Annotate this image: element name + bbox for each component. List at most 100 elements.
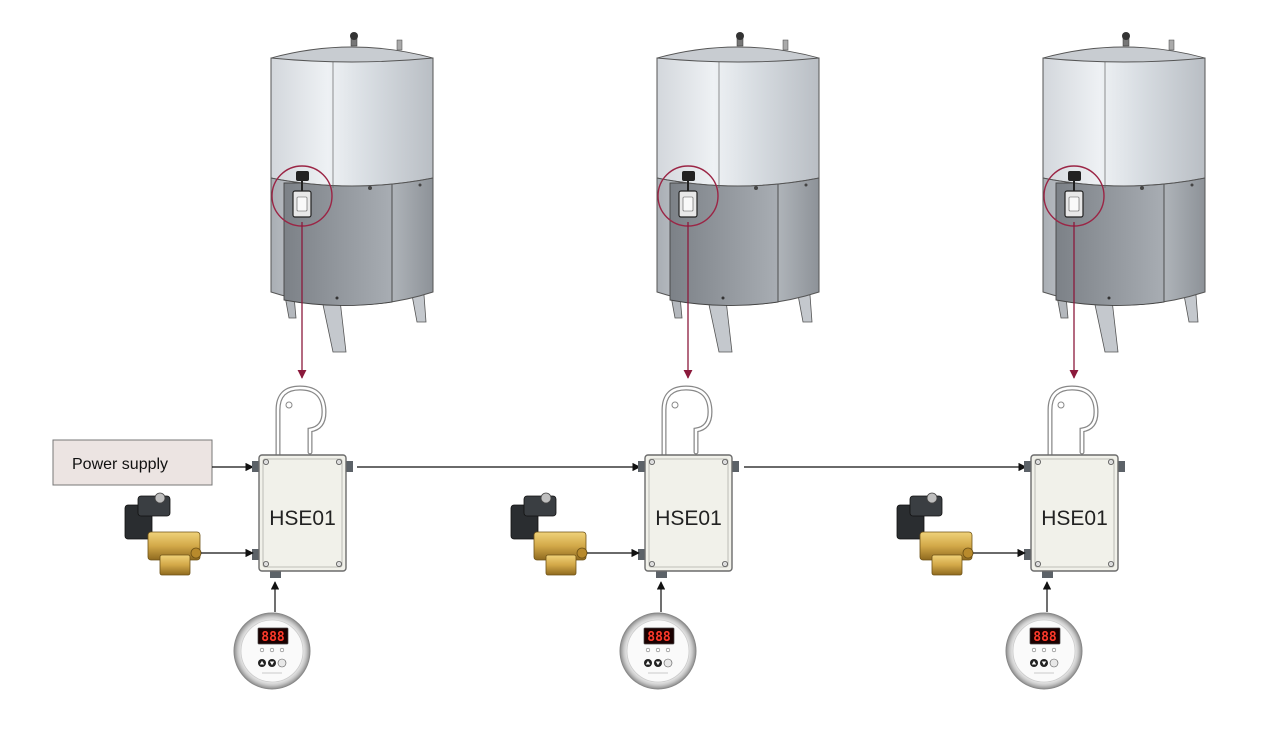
hook-hole xyxy=(1057,401,1065,409)
tank-seam xyxy=(270,177,434,187)
controller-label: HSE01 xyxy=(655,507,722,530)
lid-screw xyxy=(1034,561,1041,568)
lid-screw xyxy=(648,458,655,465)
unit-3: HSE01 888 xyxy=(896,32,1206,690)
display-screen xyxy=(257,627,289,645)
tank xyxy=(270,32,434,379)
tank-vent-pipe xyxy=(782,39,789,51)
hook-hole xyxy=(285,401,293,409)
controller: HSE01 xyxy=(252,385,353,578)
up-arrow-icon xyxy=(259,660,265,665)
power-supply-box xyxy=(52,439,213,486)
status-led xyxy=(1051,647,1057,653)
controller-box xyxy=(644,454,733,572)
cable-gland-bottom xyxy=(270,569,281,578)
tank-bolt xyxy=(418,183,422,187)
controller-label: HSE01 xyxy=(1041,507,1108,530)
valve-port xyxy=(576,547,588,559)
controller-label: HSE01 xyxy=(269,507,336,530)
hanging-hook-icon xyxy=(661,385,713,458)
controller: HSE01 xyxy=(1024,385,1125,578)
cable-gland-right-top xyxy=(345,461,353,472)
valve-brass-inlet xyxy=(931,554,963,576)
digital-display-unit: 888 xyxy=(1005,612,1083,690)
tank-bolt xyxy=(721,296,725,300)
controller-lid xyxy=(648,458,729,568)
digital-display-unit: 888 xyxy=(619,612,697,690)
lid-screw xyxy=(262,458,269,465)
display-screen xyxy=(1029,627,1061,645)
valve-port xyxy=(962,547,974,559)
lid-screw xyxy=(721,561,728,568)
down-arrow-icon xyxy=(655,661,661,666)
solenoid-valve xyxy=(896,492,974,576)
status-led xyxy=(645,647,651,653)
tank-leg xyxy=(321,299,347,353)
tank-bolt xyxy=(754,186,758,190)
tank xyxy=(656,32,820,379)
valve-nut xyxy=(540,492,552,504)
cable-gland-left-top xyxy=(252,461,260,472)
unit-2: HSE01 888 xyxy=(510,32,820,690)
valve-port xyxy=(190,547,202,559)
lid-screw xyxy=(335,561,342,568)
controller-box xyxy=(1030,454,1119,572)
status-led xyxy=(279,647,285,653)
display-digits: 888 xyxy=(261,630,285,645)
down-arrow-icon xyxy=(269,661,275,666)
tank-leg xyxy=(797,294,813,323)
status-led xyxy=(665,647,671,653)
tank-level-sensor xyxy=(678,171,698,218)
tank-bolt xyxy=(335,296,339,300)
tank xyxy=(1042,32,1206,379)
tank-leg xyxy=(707,299,733,353)
tank-level-sensor xyxy=(1064,171,1084,218)
valve-nut xyxy=(154,492,166,504)
unit-1: HSE01 888 xyxy=(124,32,434,690)
set-button[interactable] xyxy=(277,658,287,668)
hanging-hook-icon xyxy=(275,385,327,458)
display-screen xyxy=(643,627,675,645)
cable-gland-right-top xyxy=(731,461,739,472)
tank-bolt xyxy=(1107,296,1111,300)
sensor-window xyxy=(1068,196,1080,212)
status-led xyxy=(1041,647,1047,653)
tank-seam xyxy=(1042,177,1206,187)
sensor-cap xyxy=(1068,171,1081,181)
lid-screw xyxy=(262,561,269,568)
tank-leg xyxy=(411,294,427,323)
tank-vent-pipe xyxy=(396,39,403,51)
solenoid-valve xyxy=(124,492,202,576)
cable-gland-left-top xyxy=(1024,461,1032,472)
sensor-cap xyxy=(296,171,309,181)
hanging-hook-inner xyxy=(662,386,712,457)
set-button[interactable] xyxy=(1049,658,1059,668)
controller-box xyxy=(258,454,347,572)
valve-brass-inlet xyxy=(545,554,577,576)
display-digits: 888 xyxy=(1033,630,1057,645)
sensor-cap xyxy=(682,171,695,181)
hanging-hook-inner xyxy=(1048,386,1098,457)
set-button[interactable] xyxy=(663,658,673,668)
up-arrow-icon xyxy=(645,660,651,665)
lid-screw xyxy=(648,561,655,568)
tank-roof xyxy=(656,46,820,63)
controller-lid xyxy=(1034,458,1115,568)
sensor-window xyxy=(296,196,308,212)
cable-gland-left-top xyxy=(638,461,646,472)
tank-roof xyxy=(1042,46,1206,63)
tank-seam xyxy=(656,177,820,187)
tank-level-sensor xyxy=(292,171,312,218)
hook-hole xyxy=(671,401,679,409)
cable-gland-right-top xyxy=(1117,461,1125,472)
hanging-hook-icon xyxy=(1047,385,1099,458)
status-led xyxy=(269,647,275,653)
cable-gland-bottom xyxy=(1042,569,1053,578)
power-supply: Power supply xyxy=(52,439,213,486)
hanging-hook-inner xyxy=(276,386,326,457)
tank-valve-knob xyxy=(736,32,744,40)
tank-valve-knob xyxy=(350,32,358,40)
sensor-window xyxy=(682,196,694,212)
tank-valve-knob xyxy=(1122,32,1130,40)
lid-screw xyxy=(1034,458,1041,465)
